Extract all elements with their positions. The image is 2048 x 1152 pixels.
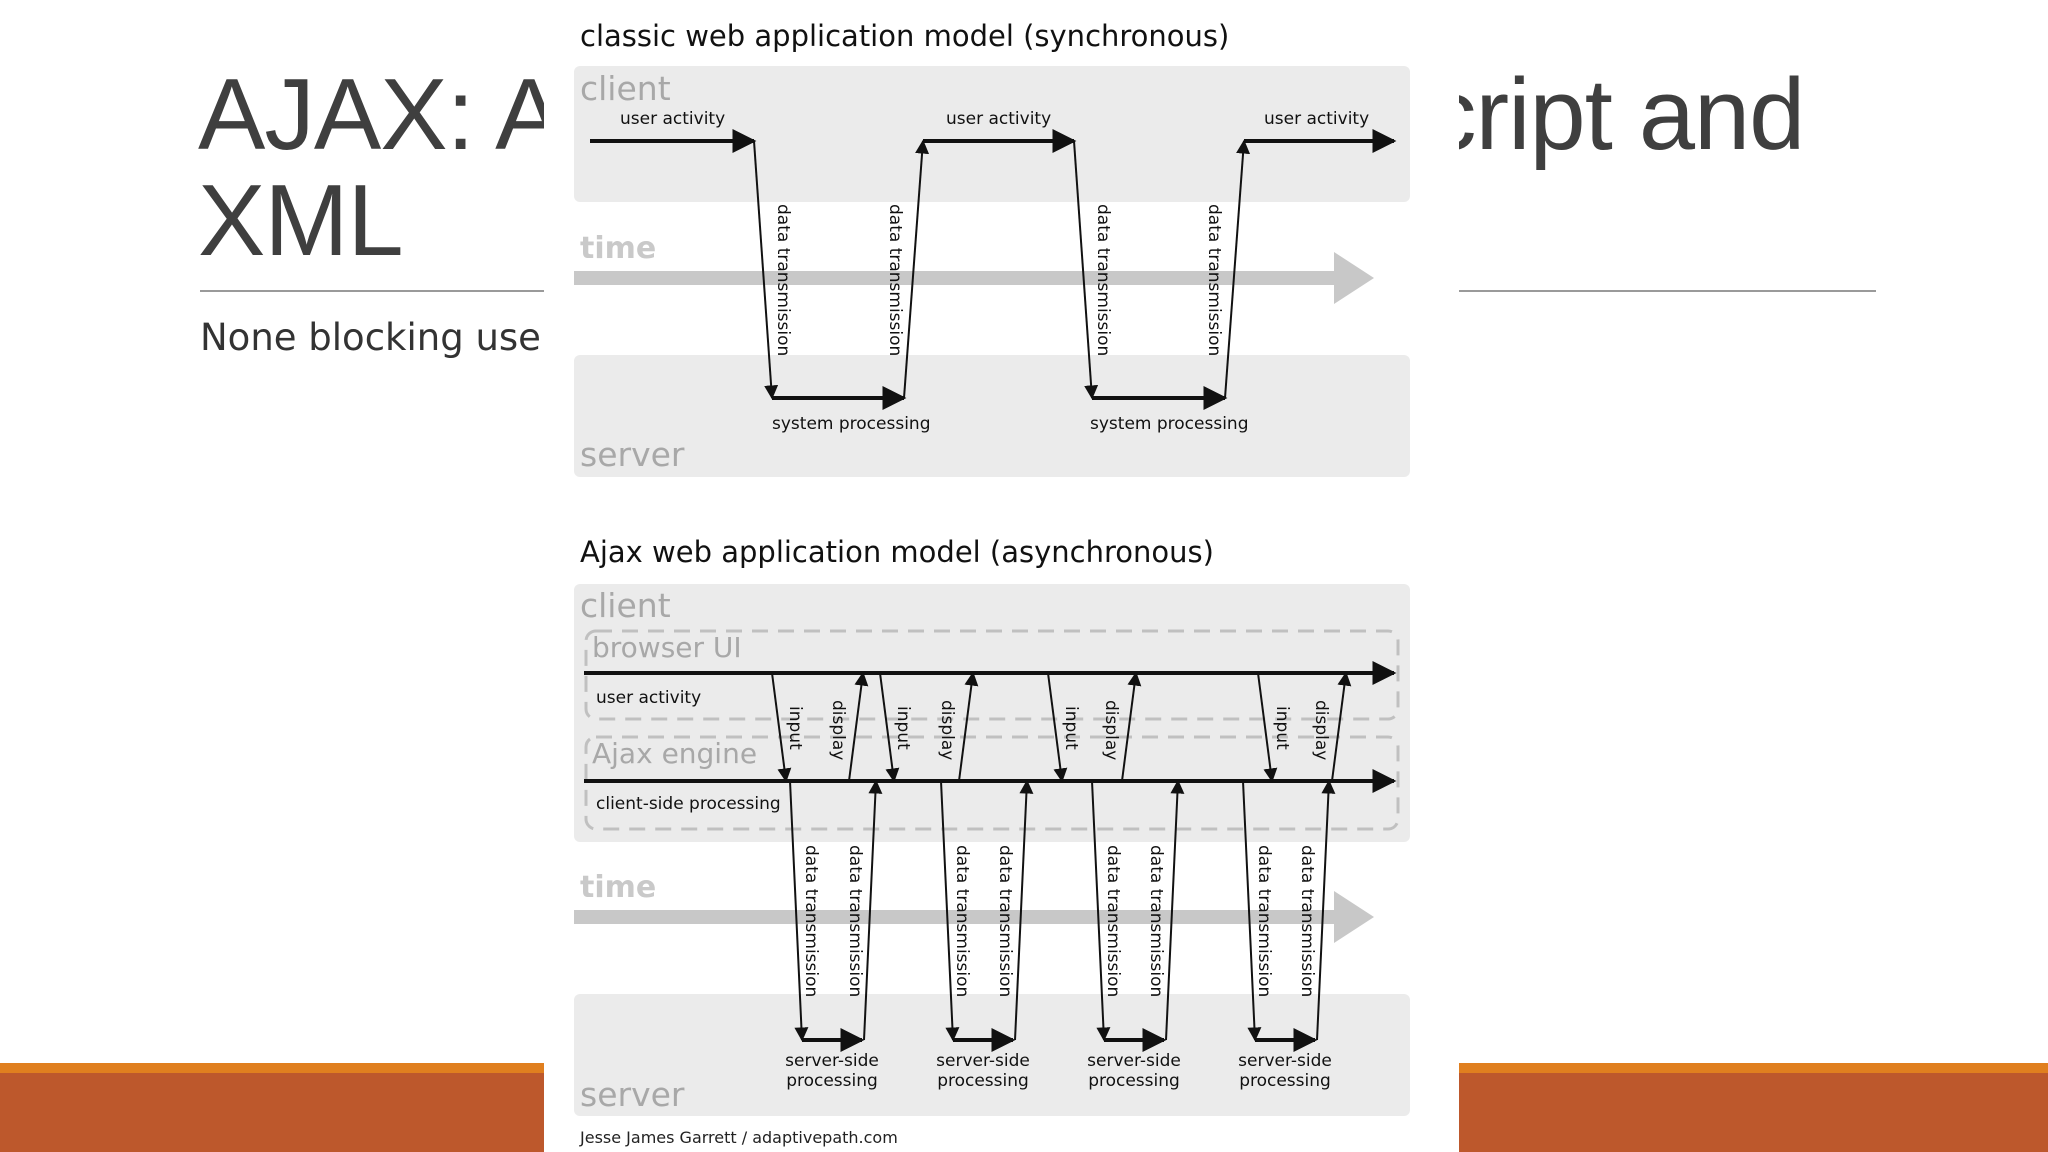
- ajax-processing-label: processing: [1239, 1071, 1331, 1091]
- ajax-data-transmission-label: data transmission: [995, 845, 1015, 997]
- ajax-browser-ui-box: [584, 629, 1400, 721]
- classic-time-arrowhead: [1334, 252, 1374, 304]
- ajax-transmission-up: [1165, 779, 1185, 1041]
- ajax-user-activity-label: user activity: [596, 688, 701, 708]
- classic-client-zone: [574, 66, 1410, 202]
- ajax-input-arrow: [771, 672, 792, 783]
- classic-user-activity-label: user activity: [1264, 109, 1369, 129]
- classic-server-label: server: [580, 435, 685, 474]
- ajax-data-transmission-label: data transmission: [1103, 845, 1123, 997]
- classic-transmission-down: [753, 140, 779, 400]
- ajax-display-arrow: [1331, 671, 1352, 782]
- ajax-processing-label: processing: [1088, 1071, 1180, 1091]
- ajax-server-side-label: server-side: [936, 1051, 1030, 1071]
- ajax-server-side-label: server-side: [785, 1051, 879, 1071]
- ajax-input-arrow: [1257, 672, 1278, 783]
- ajax-client-processing-label: client-side processing: [596, 794, 781, 814]
- ajax-data-transmission-label: data transmission: [952, 845, 972, 997]
- ajax-data-transmission-label: data transmission: [1146, 845, 1166, 997]
- ajax-transmission-up: [863, 779, 883, 1041]
- ajax-server-zone: [574, 994, 1410, 1116]
- ajax-transmission-down: [789, 780, 809, 1042]
- ajax-server-side-label: server-side: [1087, 1051, 1181, 1071]
- ajax-data-transmission-label: data transmission: [801, 845, 821, 997]
- ajax-engine-box: [584, 735, 1400, 831]
- ajax-engine-label: Ajax engine: [592, 737, 757, 770]
- classic-transmission-up: [903, 139, 930, 399]
- classic-user-activity-label: user activity: [620, 109, 725, 129]
- classic-transmission-up: [1224, 139, 1251, 399]
- ajax-input-label: input: [785, 706, 805, 750]
- ajax-display-arrow: [958, 671, 979, 782]
- classic-system-processing-label: system processing: [1090, 414, 1248, 434]
- ajax-data-transmission-label: data transmission: [1297, 845, 1317, 997]
- ajax-input-arrow: [1047, 672, 1068, 783]
- ajax-input-label: input: [1061, 706, 1081, 750]
- classic-data-transmission-label: data transmission: [885, 204, 905, 356]
- ajax-transmission-down: [940, 780, 960, 1042]
- classic-data-transmission-label: data transmission: [1204, 204, 1224, 356]
- classic-server-zone: [574, 355, 1410, 477]
- ajax-processing-label: processing: [937, 1071, 1029, 1091]
- ajax-input-label: input: [893, 706, 913, 750]
- ajax-display-label: display: [828, 700, 848, 760]
- classic-data-transmission-label: data transmission: [1093, 204, 1113, 356]
- ajax-client-label: client: [580, 586, 671, 625]
- ajax-transmission-down: [1242, 780, 1262, 1042]
- ajax-display-label: display: [937, 700, 957, 760]
- ajax-display-label: display: [1101, 700, 1121, 760]
- ajax-server-label: server: [580, 1075, 685, 1114]
- classic-client-label: client: [580, 69, 671, 108]
- ajax-server-side-label: server-side: [1238, 1051, 1332, 1071]
- classic-transmission-down: [1073, 140, 1099, 400]
- classic-heading: classic web application model (synchrono…: [580, 19, 1229, 53]
- diagram-credit: Jesse James Garrett / adaptivepath.com: [579, 1128, 898, 1147]
- classic-time-label: time: [580, 231, 656, 266]
- ajax-time-arrowhead: [1334, 891, 1374, 943]
- ajax-transmission-up: [1316, 779, 1336, 1041]
- ajax-transmission-up: [1014, 779, 1034, 1041]
- ajax-time-label: time: [580, 870, 656, 905]
- ajax-input-arrow: [879, 672, 900, 783]
- ajax-data-transmission-label: data transmission: [845, 845, 865, 997]
- ajax-display-label: display: [1311, 700, 1331, 760]
- classic-data-transmission-label: data transmission: [773, 204, 793, 356]
- ajax-transmission-down: [1091, 780, 1111, 1042]
- ajax-heading: Ajax web application model (asynchronous…: [580, 535, 1214, 569]
- ajax-data-transmission-label: data transmission: [1254, 845, 1274, 997]
- ajax-input-label: input: [1272, 706, 1292, 750]
- ajax-model-diagram: classic web application model (synchrono…: [544, 0, 1459, 1152]
- ajax-processing-label: processing: [786, 1071, 878, 1091]
- classic-user-activity-label: user activity: [946, 109, 1051, 129]
- classic-system-processing-label: system processing: [772, 414, 930, 434]
- ajax-display-arrow: [1121, 671, 1142, 782]
- ajax-display-arrow: [848, 671, 869, 782]
- ajax-browser-ui-label: browser UI: [592, 631, 742, 664]
